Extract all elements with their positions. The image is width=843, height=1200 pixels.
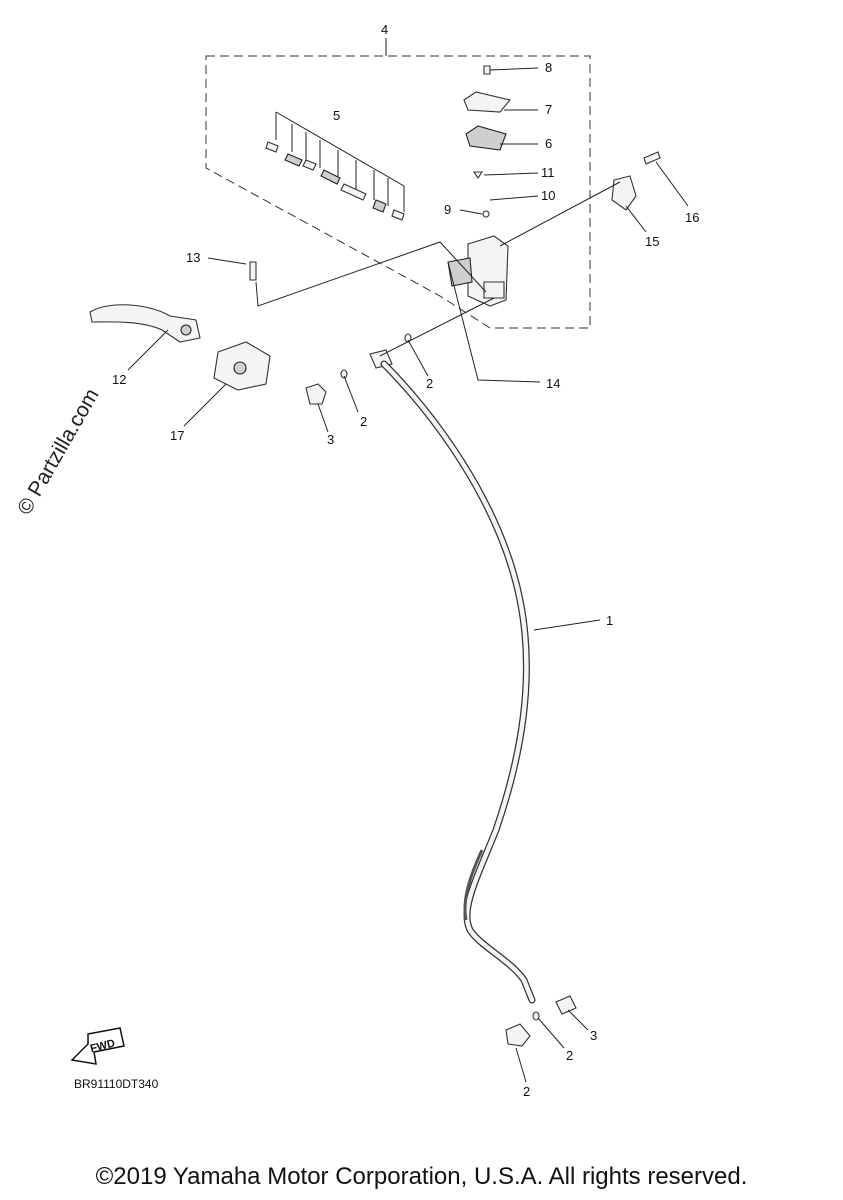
callout-15: 15 (645, 234, 659, 249)
part-9-oring (482, 210, 490, 218)
callout-2-c: 2 (566, 1048, 573, 1063)
part-8-screw (483, 65, 491, 75)
callout-17: 17 (170, 428, 184, 443)
callout-4: 4 (381, 22, 388, 37)
callout-8: 8 (545, 60, 552, 75)
part-15-reservoir (611, 175, 637, 211)
callout-14: 14 (546, 376, 560, 391)
callouts: 4 5 8 7 6 11 10 9 16 15 13 12 17 2 14 2 … (112, 22, 699, 1099)
part-11-pin (472, 171, 484, 179)
copyright-notice: ©2019 Yamaha Motor Corporation, U.S.A. A… (95, 1163, 748, 1190)
diagram-code: BR91110DT340 (74, 1077, 159, 1091)
callout-2-d: 2 (523, 1084, 530, 1099)
callout-1: 1 (606, 613, 613, 628)
callout-3-a: 3 (327, 432, 334, 447)
part-6-plate (465, 125, 507, 151)
callout-5: 5 (333, 108, 340, 123)
part-12-lever (89, 304, 201, 343)
part-16-bolt (643, 151, 661, 165)
lower-banjo-fittings (505, 995, 577, 1047)
part-13-bolt (249, 241, 487, 307)
callout-6: 6 (545, 136, 552, 151)
callout-13: 13 (186, 250, 200, 265)
fwd-label: FWD (89, 1037, 116, 1055)
master-cylinder-body (447, 235, 509, 307)
assembly-4-boundary (205, 38, 591, 329)
part-5-seal-kit (265, 111, 405, 221)
callout-2-a: 2 (426, 376, 433, 391)
fwd-arrow-icon: FWD (70, 1027, 125, 1065)
callout-7: 7 (545, 102, 552, 117)
upper-banjo-fittings (305, 297, 495, 405)
callout-10: 10 (541, 188, 555, 203)
part-7-cap (463, 91, 511, 113)
callout-16: 16 (685, 210, 699, 225)
callout-11: 11 (541, 165, 555, 180)
callout-9: 9 (444, 202, 451, 217)
leader-lines (127, 67, 689, 1083)
part-1-brake-hose (380, 360, 536, 1004)
callout-12: 12 (112, 372, 126, 387)
part-17-switch (213, 341, 271, 391)
callout-3-b: 3 (590, 1028, 597, 1043)
callout-2-b: 2 (360, 414, 367, 429)
